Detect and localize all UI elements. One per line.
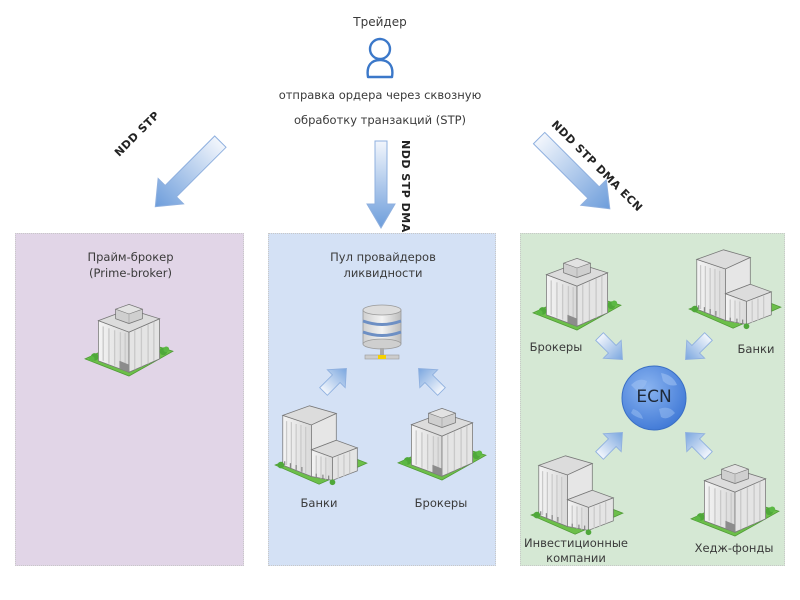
flow-label-liquidity-pool: NDD STP DMA xyxy=(399,140,412,233)
ecn-member-brokers-label: Брокеры xyxy=(529,340,583,354)
liquidity-pool-panel: Пул провайдеров ликвидности Банки Брокер… xyxy=(268,233,496,566)
ecn-panel: Брокеры Банки ECN Инвестиционные компани… xyxy=(520,233,785,566)
ecn-member-investment-label-line2: компании xyxy=(546,551,606,565)
trader-title: Трейдер xyxy=(353,15,407,29)
bank-building-icon xyxy=(273,402,369,488)
user-icon xyxy=(362,36,398,80)
liquidity-pool-title-line1: Пул провайдеров xyxy=(330,250,436,264)
database-server-icon xyxy=(357,304,407,366)
office-building-icon xyxy=(687,452,783,538)
arrow-to-prime-broker xyxy=(140,135,230,220)
arrow-to-ecn xyxy=(528,130,628,225)
pool-member-banks-label: Банки xyxy=(300,496,338,510)
ecn-hub-label: ECN xyxy=(636,387,672,407)
bank-building-icon xyxy=(529,452,625,538)
trader-description-line1: отправка ордера через сквозную xyxy=(278,88,482,102)
prime-broker-panel: Прайм-брокер (Prime-broker) xyxy=(15,233,244,566)
prime-broker-title-line1: Прайм-брокер xyxy=(87,250,174,264)
office-building-icon xyxy=(529,246,625,332)
prime-broker-title-line2: (Prime-broker) xyxy=(89,266,172,280)
pool-member-brokers-label: Брокеры xyxy=(414,496,468,510)
ecn-member-banks-label: Банки xyxy=(737,342,775,356)
ecn-member-investment-label-line1: Инвестиционные xyxy=(524,536,628,550)
arrow-banks-to-pool xyxy=(310,355,361,406)
ecn-member-hedgefunds-label: Хедж-фонды xyxy=(694,541,774,555)
trader-description-line2: обработку транзакций (STP) xyxy=(293,113,467,127)
globe-icon: ECN xyxy=(621,365,687,431)
liquidity-pool-title-line2: ликвидности xyxy=(343,266,423,280)
office-building-icon xyxy=(394,396,490,482)
arrow-to-liquidity-pool xyxy=(366,140,396,230)
bank-building-icon xyxy=(687,246,783,332)
office-building-icon xyxy=(81,292,177,378)
